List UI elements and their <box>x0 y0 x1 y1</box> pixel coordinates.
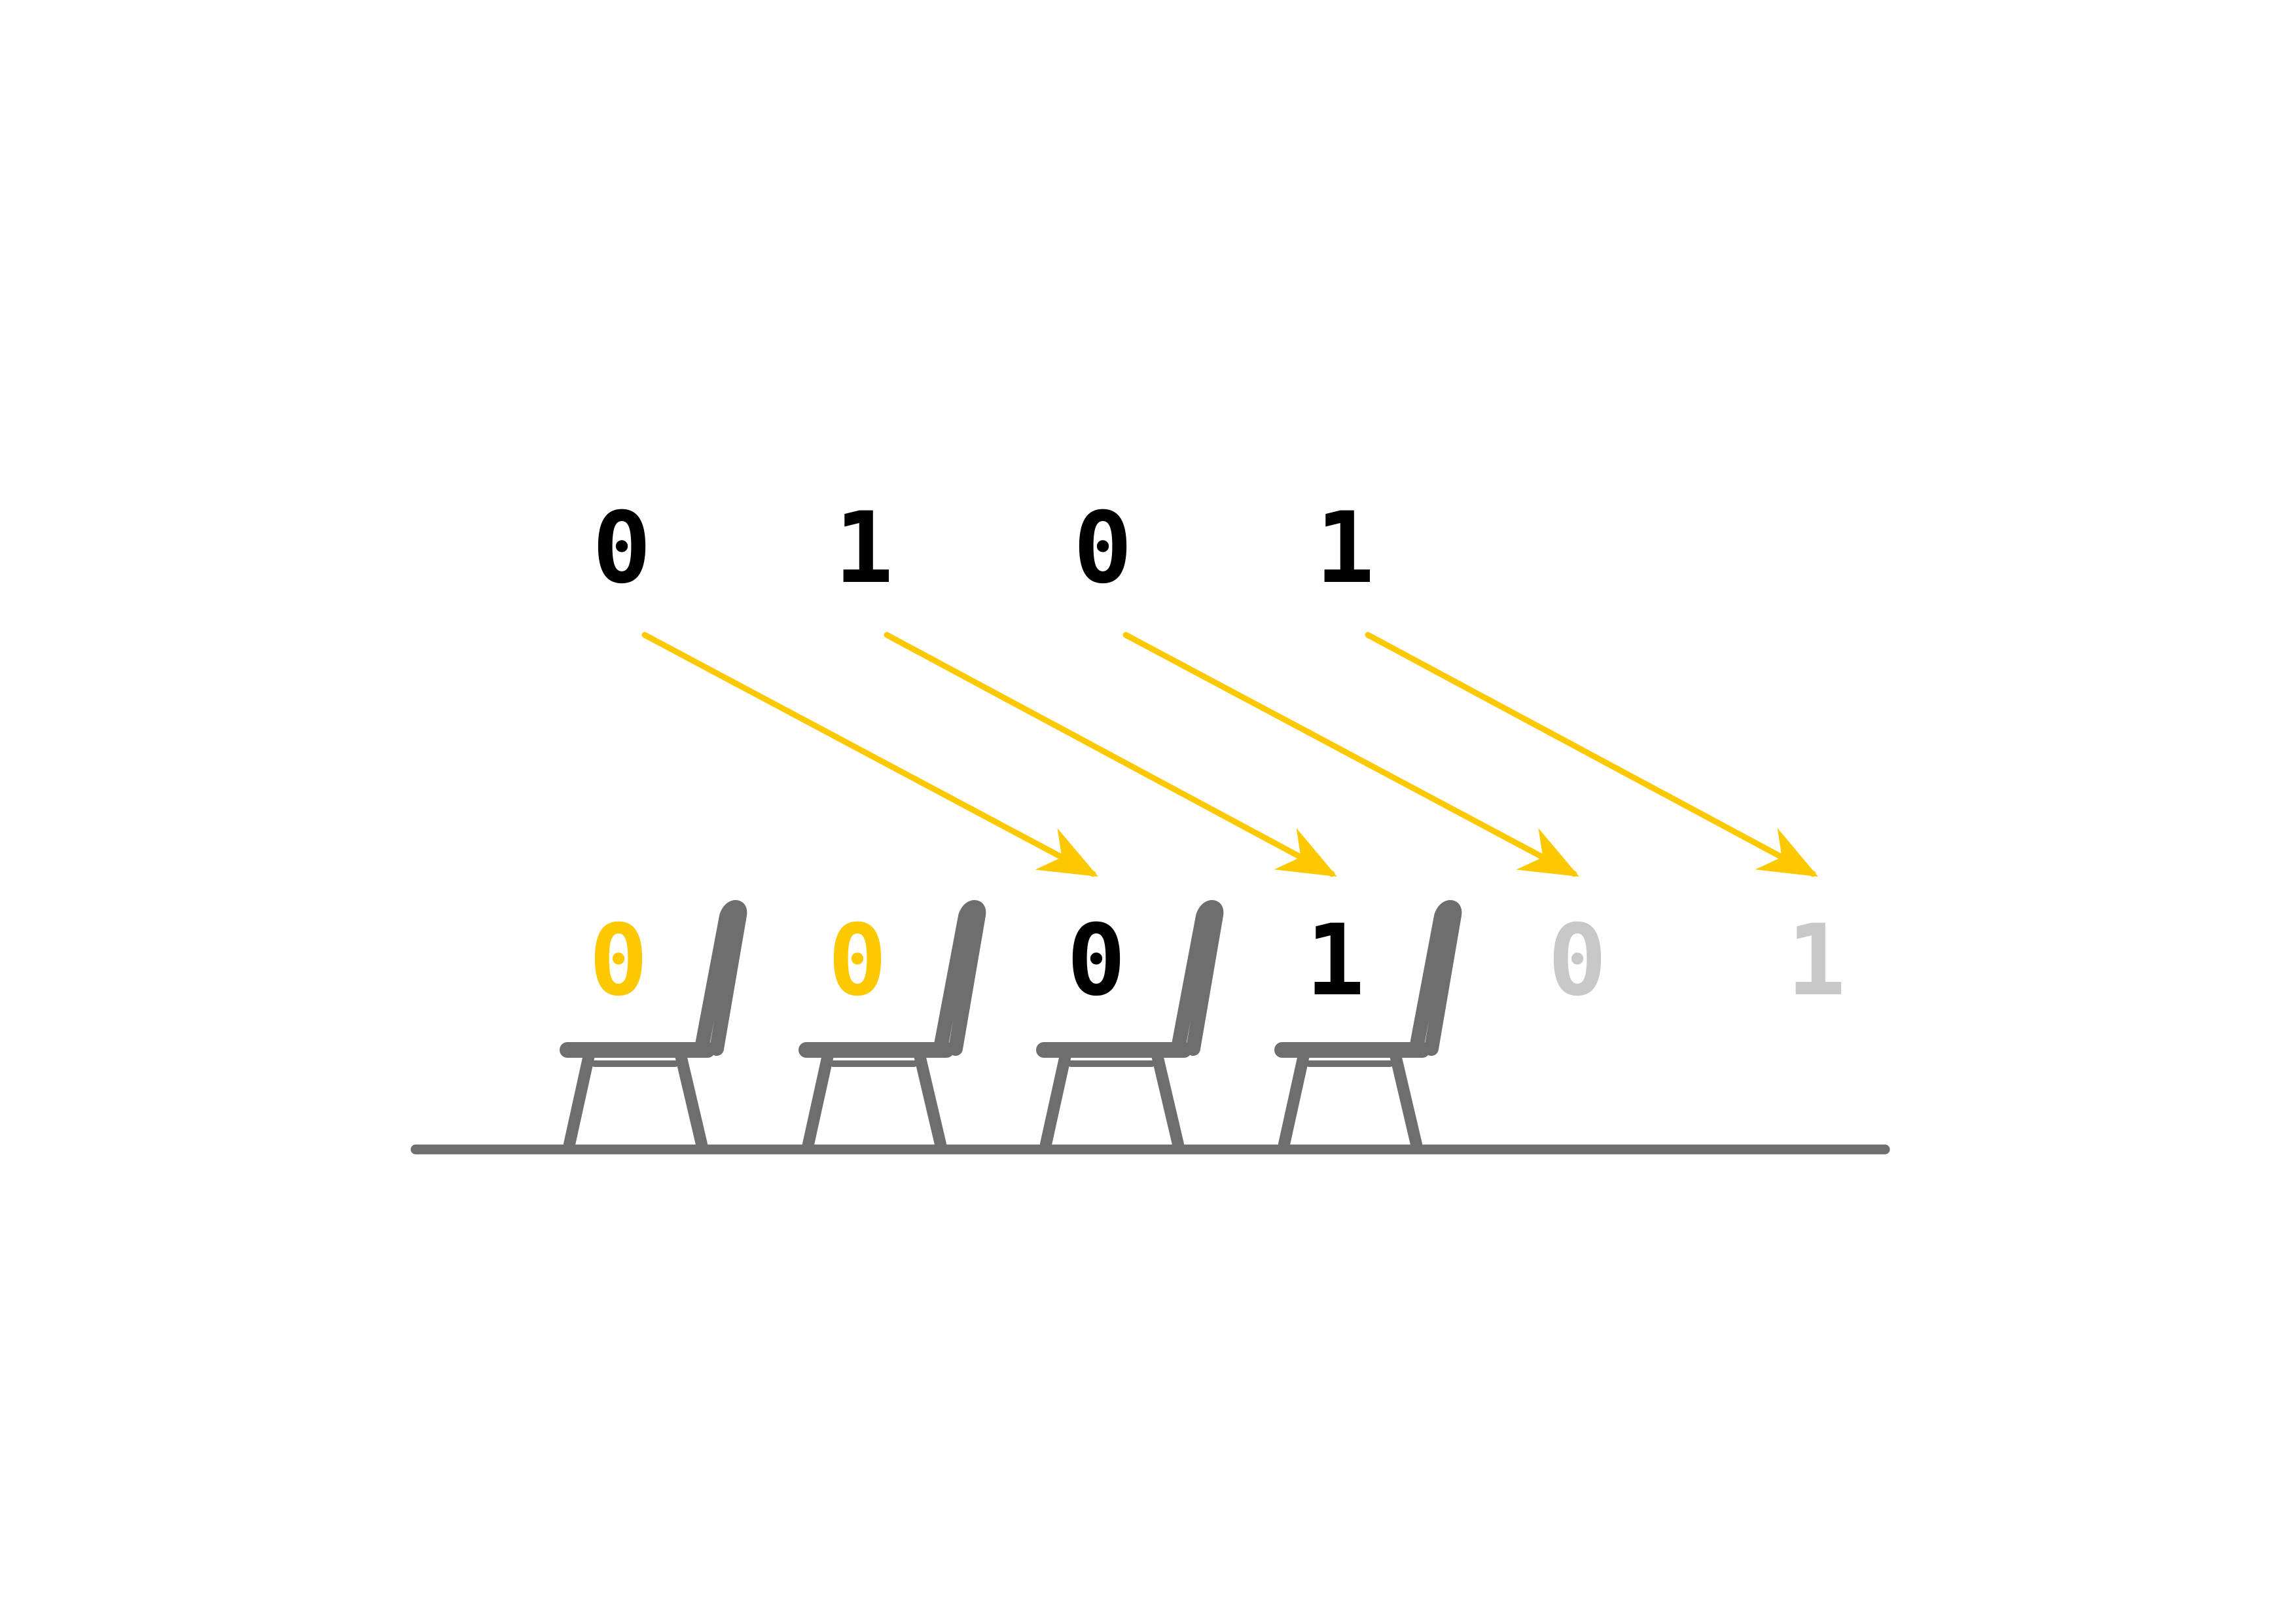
chair-icon <box>560 900 747 1150</box>
input-bit: 1 <box>1316 492 1374 605</box>
chair-icon <box>798 900 986 1150</box>
output-bit-padding: 0 <box>828 904 887 1018</box>
arrow-icon <box>884 632 1337 877</box>
arrow-icon <box>1122 632 1579 877</box>
output-bit-kept: 0 <box>1067 904 1126 1018</box>
arrow-icon <box>641 632 1098 877</box>
input-bit: 1 <box>834 492 893 605</box>
output-bit-kept: 1 <box>1306 904 1365 1018</box>
chair-icon <box>1274 900 1462 1150</box>
input-bit: 0 <box>1073 492 1132 605</box>
chair-icon <box>1036 900 1224 1150</box>
input-bit: 0 <box>592 492 651 605</box>
arrow-icon <box>1365 632 1818 877</box>
output-bit-dropped: 0 <box>1548 904 1607 1018</box>
output-bit-dropped: 1 <box>1787 904 1846 1018</box>
output-bit-padding: 0 <box>589 904 648 1018</box>
